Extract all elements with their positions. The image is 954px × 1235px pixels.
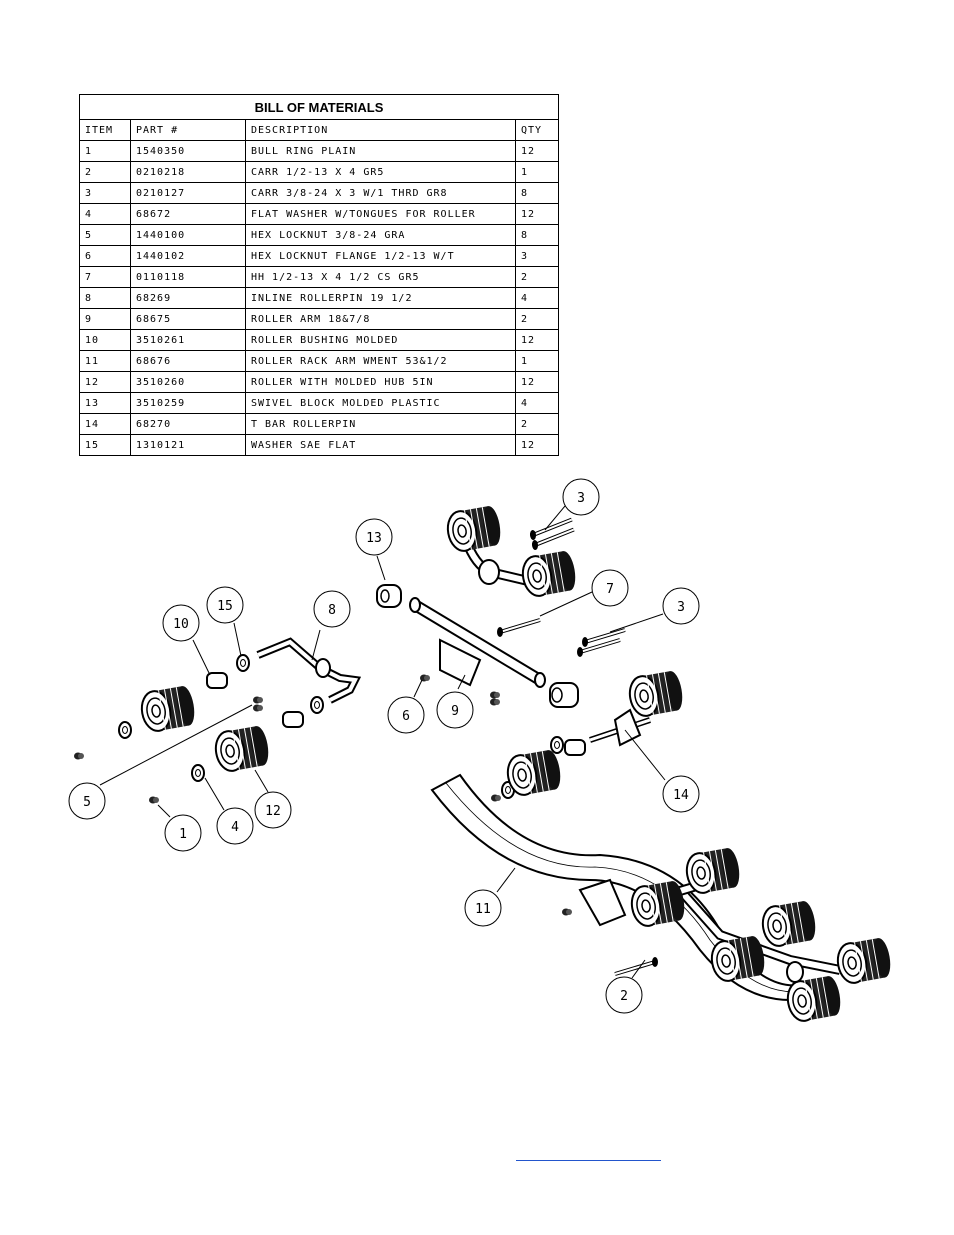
bill-of-materials-table: BILL OF MATERIALS ITEM PART # DESCRIPTIO… <box>78 94 560 456</box>
svg-text:9: 9 <box>451 704 459 719</box>
upper-roller-arm-assembly <box>443 503 579 600</box>
svg-text:2: 2 <box>620 989 628 1004</box>
callout-7: 7 <box>591 569 629 607</box>
bom-title: BILL OF MATERIALS <box>78 94 560 120</box>
callout-14: 14 <box>662 775 700 813</box>
callout-4: 4 <box>216 807 254 845</box>
swivel-block-part <box>376 584 579 708</box>
svg-text:12: 12 <box>265 804 281 819</box>
callout-3-right: 3 <box>662 587 700 625</box>
footer-link-underline[interactable] <box>516 1146 661 1161</box>
callout-2: 2 <box>605 976 643 1014</box>
svg-text:13: 13 <box>366 531 382 546</box>
callout-8: 8 <box>313 590 351 628</box>
t-bar-rollerpin-part <box>589 708 651 747</box>
roller-rack-arm-part <box>430 773 894 1025</box>
callout-13: 13 <box>355 518 393 556</box>
callout-10: 10 <box>162 604 200 642</box>
svg-text:3: 3 <box>577 491 585 506</box>
left-exploded-parts <box>74 637 686 916</box>
bom-cell-qty: 12 <box>514 434 560 456</box>
roller-arm-part <box>409 597 546 688</box>
svg-text:6: 6 <box>402 709 410 724</box>
svg-text:10: 10 <box>173 617 189 632</box>
svg-text:8: 8 <box>328 603 336 618</box>
callout-9: 9 <box>436 691 474 729</box>
svg-text:1: 1 <box>179 827 187 842</box>
callout-3-top: 3 <box>562 478 600 516</box>
svg-text:7: 7 <box>606 582 614 597</box>
bom-cell-qty: 12 <box>514 371 560 393</box>
leader-lines <box>99 505 666 979</box>
callout-5: 5 <box>68 782 106 820</box>
callout-12: 12 <box>254 791 292 829</box>
callout-15: 15 <box>206 586 244 624</box>
svg-text:4: 4 <box>231 820 239 835</box>
svg-text:15: 15 <box>217 599 233 614</box>
svg-text:11: 11 <box>475 902 491 917</box>
bom-cell-qty: 1 <box>514 350 560 372</box>
callout-1: 1 <box>164 814 202 852</box>
svg-text:3: 3 <box>677 600 685 615</box>
callout-11: 11 <box>464 889 502 927</box>
callout-bubbles: 3 13 7 3 15 8 10 6 9 5 14 4 12 1 11 2 <box>68 478 700 1014</box>
svg-text:14: 14 <box>673 788 689 803</box>
callout-6: 6 <box>387 696 425 734</box>
svg-text:5: 5 <box>83 795 91 810</box>
